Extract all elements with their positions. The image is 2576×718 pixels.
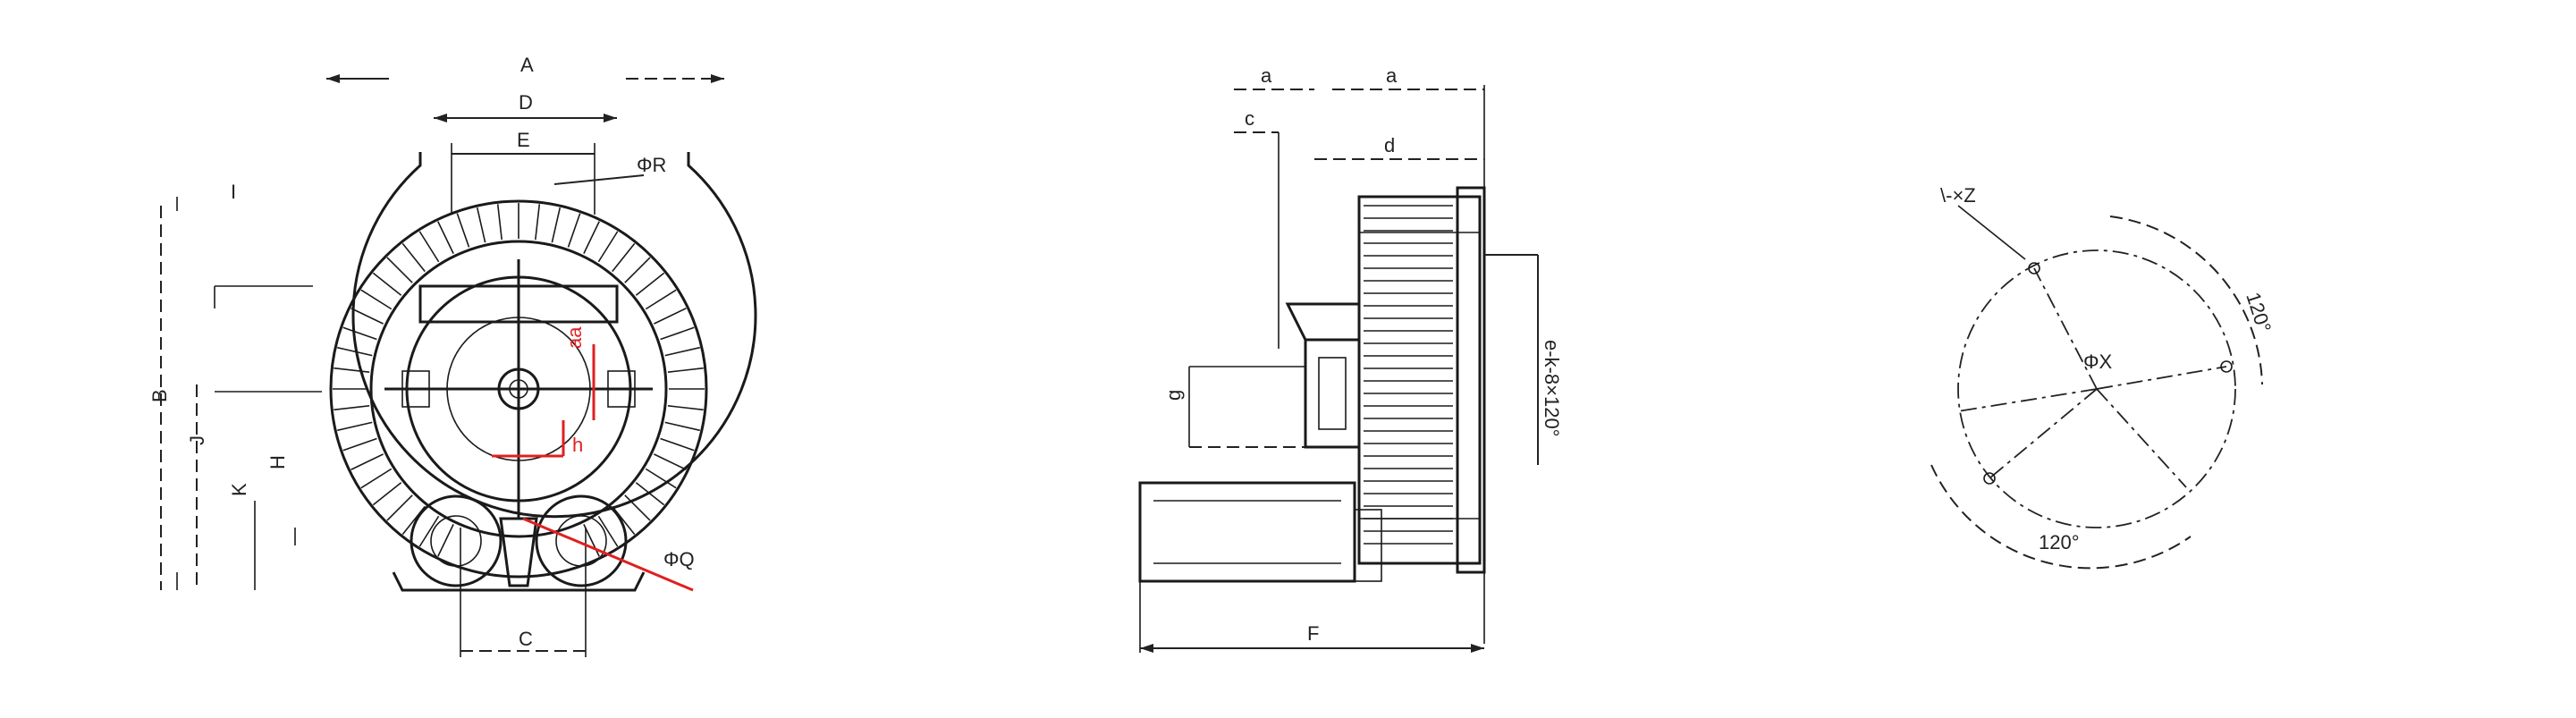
dim-J-label: J: [186, 435, 208, 445]
fin: [660, 326, 695, 341]
dim-left-verticals: I B J K H: [148, 181, 322, 590]
fin: [342, 437, 377, 452]
dim-c-label: c: [1245, 107, 1254, 130]
dim-F: F: [1139, 581, 1484, 653]
fin: [351, 308, 384, 325]
dim-g: g: [1162, 366, 1305, 448]
fin: [583, 221, 600, 254]
dim-h-label: h: [572, 434, 583, 456]
highlight-dims: aa h: [492, 326, 694, 592]
fin: [360, 468, 393, 489]
dim-C: C: [460, 528, 587, 657]
fin: [654, 308, 687, 325]
fin: [437, 221, 454, 254]
dim-E-label: E: [517, 129, 530, 151]
fin: [645, 468, 677, 489]
dim-K-label: K: [228, 483, 250, 496]
dim-I-label: I: [231, 181, 236, 203]
fin: [635, 272, 665, 296]
flange-view: \-×Z ΦX 120° 120°: [1930, 184, 2276, 570]
side-view: a a c d g: [1138, 64, 1563, 653]
dim-d-label: d: [1384, 134, 1395, 156]
dim-D-label: D: [519, 91, 533, 114]
fin: [386, 257, 413, 283]
dim-g-label: g: [1162, 390, 1185, 401]
dim-B-label: B: [148, 389, 171, 402]
blower-housing: [329, 152, 757, 592]
fin: [660, 437, 695, 452]
fin: [535, 204, 541, 241]
fin: [667, 405, 704, 411]
fin: [351, 453, 384, 470]
fin: [624, 257, 651, 283]
dim-H-label: H: [266, 455, 289, 469]
fin: [437, 524, 454, 557]
angle-top-label: 120°: [2242, 290, 2276, 335]
fin: [667, 367, 704, 373]
dim-aa-label: aa: [563, 326, 586, 349]
fin: [583, 524, 600, 557]
fin: [496, 204, 503, 241]
dim-phiQ-label: ΦQ: [663, 548, 695, 570]
angle-bottom-label: 120°: [2039, 531, 2080, 553]
front-view: A D E ΦR: [148, 54, 757, 657]
dim-E: E: [451, 129, 595, 215]
dim-A-label: A: [520, 54, 534, 76]
fin: [334, 367, 370, 373]
fin: [654, 453, 687, 470]
fin: [337, 346, 373, 357]
fin: [372, 272, 402, 296]
fin: [664, 346, 700, 357]
fin: [567, 213, 581, 248]
fin: [624, 494, 651, 521]
dim-c: c: [1234, 107, 1280, 349]
fin: [645, 289, 677, 310]
fin: [597, 231, 619, 263]
fin: [401, 242, 426, 273]
dim-phiR: ΦR: [553, 154, 666, 185]
fin: [386, 494, 413, 521]
fin: [476, 207, 486, 243]
cooling-fins: [333, 203, 705, 557]
hole-label: \-×Z: [1940, 184, 1976, 207]
fin: [551, 207, 562, 243]
fin: [635, 482, 665, 506]
fin: [597, 515, 619, 547]
fin: [612, 242, 636, 273]
fin: [664, 421, 700, 432]
fin: [360, 289, 393, 310]
fin: [334, 405, 370, 411]
fin: [337, 421, 373, 432]
fin: [342, 326, 377, 341]
fin: [418, 231, 440, 263]
pcd-label: ΦX: [2083, 351, 2113, 373]
dim-F-label: F: [1307, 622, 1319, 645]
dim-phiR-label: ΦR: [637, 154, 666, 176]
dim-A: A: [326, 54, 724, 83]
dim-d: d: [1314, 134, 1484, 160]
fin: [418, 515, 440, 547]
dim-bolt-label: e-k-8×120°: [1541, 340, 1563, 436]
fin: [372, 482, 402, 506]
fin: [456, 213, 470, 248]
side-body: e-k-8×120°: [1138, 186, 1563, 583]
dim-D: D: [434, 91, 617, 122]
dim-a-label: a: [1261, 64, 1272, 87]
dim-b-label: a: [1386, 64, 1398, 87]
dim-C-label: C: [519, 628, 533, 650]
side-cooling-fins: [1364, 205, 1453, 545]
